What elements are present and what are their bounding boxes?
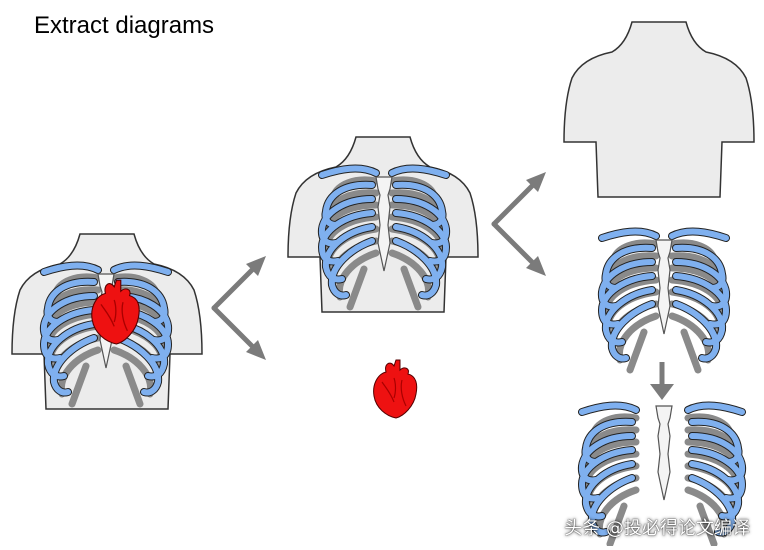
sternum-icon	[655, 239, 673, 335]
arrow-icon	[650, 384, 674, 400]
watermark: 头条 @投必得论文编译	[564, 518, 750, 539]
page-title: Extract diagrams	[34, 12, 215, 39]
chest-without-heart-figure	[287, 136, 479, 313]
ribcage-only-figure	[602, 232, 726, 370]
split-arrow-1	[214, 256, 266, 360]
down-arrow	[650, 362, 674, 400]
extracted-heart-figure	[373, 359, 418, 419]
arrow-icon	[214, 262, 260, 354]
arrow-icon	[494, 178, 540, 270]
torso-only-figure	[563, 21, 755, 198]
full-chest-figure	[11, 233, 203, 410]
split-arrow-2	[494, 172, 546, 276]
sternum-icon	[655, 405, 673, 501]
torso-icon	[563, 21, 755, 198]
heart-icon	[373, 359, 418, 419]
